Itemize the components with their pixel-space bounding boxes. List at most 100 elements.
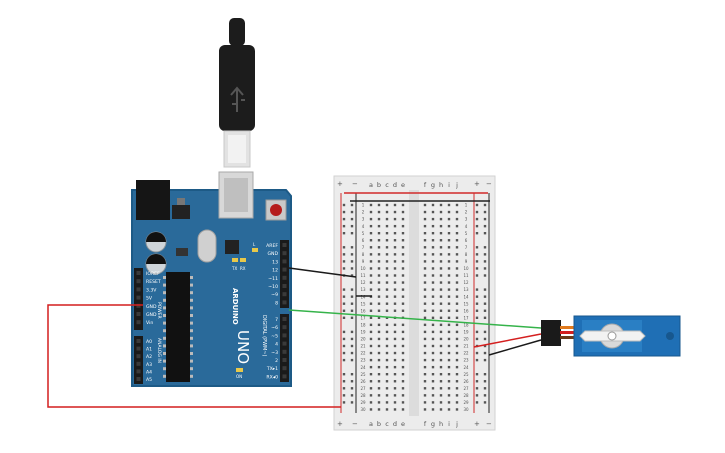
rail-hole[interactable] <box>350 246 354 249</box>
rail-hole[interactable] <box>342 288 346 291</box>
breadboard-hole[interactable] <box>455 387 459 390</box>
rail-hole[interactable] <box>483 309 487 312</box>
breadboard-hole[interactable] <box>385 210 389 214</box>
breadboard-hole[interactable] <box>455 302 459 305</box>
rail-hole[interactable] <box>475 210 479 214</box>
breadboard-hole[interactable] <box>377 288 381 291</box>
header-hole[interactable] <box>282 251 287 256</box>
breadboard-hole[interactable] <box>385 351 389 355</box>
rail-hole[interactable] <box>483 274 487 277</box>
breadboard-hole[interactable] <box>393 281 397 284</box>
rail-hole[interactable] <box>342 246 346 249</box>
breadboard-hole[interactable] <box>439 281 443 284</box>
rail-hole[interactable] <box>483 337 487 341</box>
breadboard-hole[interactable] <box>439 274 443 277</box>
breadboard-hole[interactable] <box>439 337 443 341</box>
rail-hole[interactable] <box>483 288 487 291</box>
breadboard-hole[interactable] <box>423 281 427 284</box>
breadboard-hole[interactable] <box>423 309 427 312</box>
breadboard-hole[interactable] <box>455 203 459 207</box>
breadboard-hole[interactable] <box>423 203 427 207</box>
rail-hole[interactable] <box>350 274 354 277</box>
rail-hole[interactable] <box>350 394 354 397</box>
breadboard-hole[interactable] <box>423 323 427 327</box>
breadboard-hole[interactable] <box>393 239 397 242</box>
breadboard-hole[interactable] <box>455 365 459 369</box>
breadboard-hole[interactable] <box>431 387 435 390</box>
header-hole[interactable] <box>282 366 287 371</box>
breadboard-hole[interactable] <box>431 323 435 327</box>
breadboard-hole[interactable] <box>401 281 405 284</box>
breadboard-hole[interactable] <box>455 337 459 341</box>
breadboard-hole[interactable] <box>393 330 397 334</box>
breadboard-hole[interactable] <box>369 337 373 341</box>
rail-hole[interactable] <box>483 351 487 355</box>
breadboard-hole[interactable] <box>423 232 427 235</box>
breadboard-hole[interactable] <box>385 274 389 277</box>
breadboard-hole[interactable] <box>455 232 459 235</box>
breadboard-hole[interactable] <box>385 394 389 397</box>
breadboard-hole[interactable] <box>439 267 443 270</box>
breadboard-hole[interactable] <box>423 302 427 305</box>
rail-hole[interactable] <box>475 394 479 397</box>
rail-hole[interactable] <box>342 344 346 348</box>
breadboard-hole[interactable] <box>423 394 427 397</box>
breadboard-hole[interactable] <box>447 210 451 214</box>
breadboard-hole[interactable] <box>439 323 443 327</box>
rail-hole[interactable] <box>483 253 487 256</box>
breadboard-hole[interactable] <box>455 267 459 270</box>
breadboard-hole[interactable] <box>401 365 405 369</box>
breadboard-hole[interactable] <box>385 344 389 348</box>
breadboard-hole[interactable] <box>393 387 397 390</box>
breadboard-hole[interactable] <box>447 281 451 284</box>
breadboard-hole[interactable] <box>385 358 389 362</box>
breadboard-hole[interactable] <box>439 309 443 312</box>
header-hole[interactable] <box>136 377 141 381</box>
breadboard-hole[interactable] <box>369 217 373 221</box>
breadboard-hole[interactable] <box>369 408 373 411</box>
breadboard-hole[interactable] <box>393 295 397 298</box>
breadboard-hole[interactable] <box>401 246 405 249</box>
wire-servo-power[interactable] <box>473 333 542 348</box>
breadboard-hole[interactable] <box>369 267 373 270</box>
header-hole[interactable] <box>282 374 287 379</box>
header-hole[interactable] <box>136 369 141 374</box>
breadboard-hole[interactable] <box>455 358 459 362</box>
breadboard-hole[interactable] <box>423 380 427 383</box>
breadboard-hole[interactable] <box>385 309 389 312</box>
breadboard-hole[interactable] <box>447 203 451 207</box>
breadboard-hole[interactable] <box>393 203 397 207</box>
breadboard-hole[interactable] <box>377 246 381 249</box>
breadboard-hole[interactable] <box>393 260 397 263</box>
breadboard-hole[interactable] <box>369 401 373 404</box>
breadboard-hole[interactable] <box>393 232 397 235</box>
header-hole[interactable] <box>136 361 141 366</box>
breadboard-hole[interactable] <box>439 295 443 298</box>
breadboard-hole[interactable] <box>439 401 443 404</box>
breadboard-hole[interactable] <box>455 260 459 263</box>
breadboard-hole[interactable] <box>455 373 459 376</box>
breadboard-hole[interactable] <box>431 330 435 334</box>
rail-hole[interactable] <box>475 380 479 383</box>
rail-hole[interactable] <box>475 203 479 207</box>
breadboard-hole[interactable] <box>369 373 373 376</box>
breadboard-hole[interactable] <box>377 380 381 383</box>
rail-hole[interactable] <box>350 203 354 207</box>
breadboard-hole[interactable] <box>439 387 443 390</box>
header-hole[interactable] <box>282 243 287 247</box>
breadboard-hole[interactable] <box>385 387 389 390</box>
breadboard-hole[interactable] <box>393 309 397 312</box>
breadboard-hole[interactable] <box>439 373 443 376</box>
breadboard-hole[interactable] <box>385 267 389 270</box>
rail-hole[interactable] <box>475 373 479 376</box>
breadboard-hole[interactable] <box>377 295 381 298</box>
header-hole[interactable] <box>136 354 141 359</box>
rail-hole[interactable] <box>342 330 346 334</box>
breadboard-hole[interactable] <box>423 288 427 291</box>
breadboard-hole[interactable] <box>401 358 405 362</box>
rail-hole[interactable] <box>350 295 354 298</box>
header-hole[interactable] <box>136 339 141 343</box>
breadboard-hole[interactable] <box>377 274 381 277</box>
breadboard-hole[interactable] <box>455 224 459 228</box>
